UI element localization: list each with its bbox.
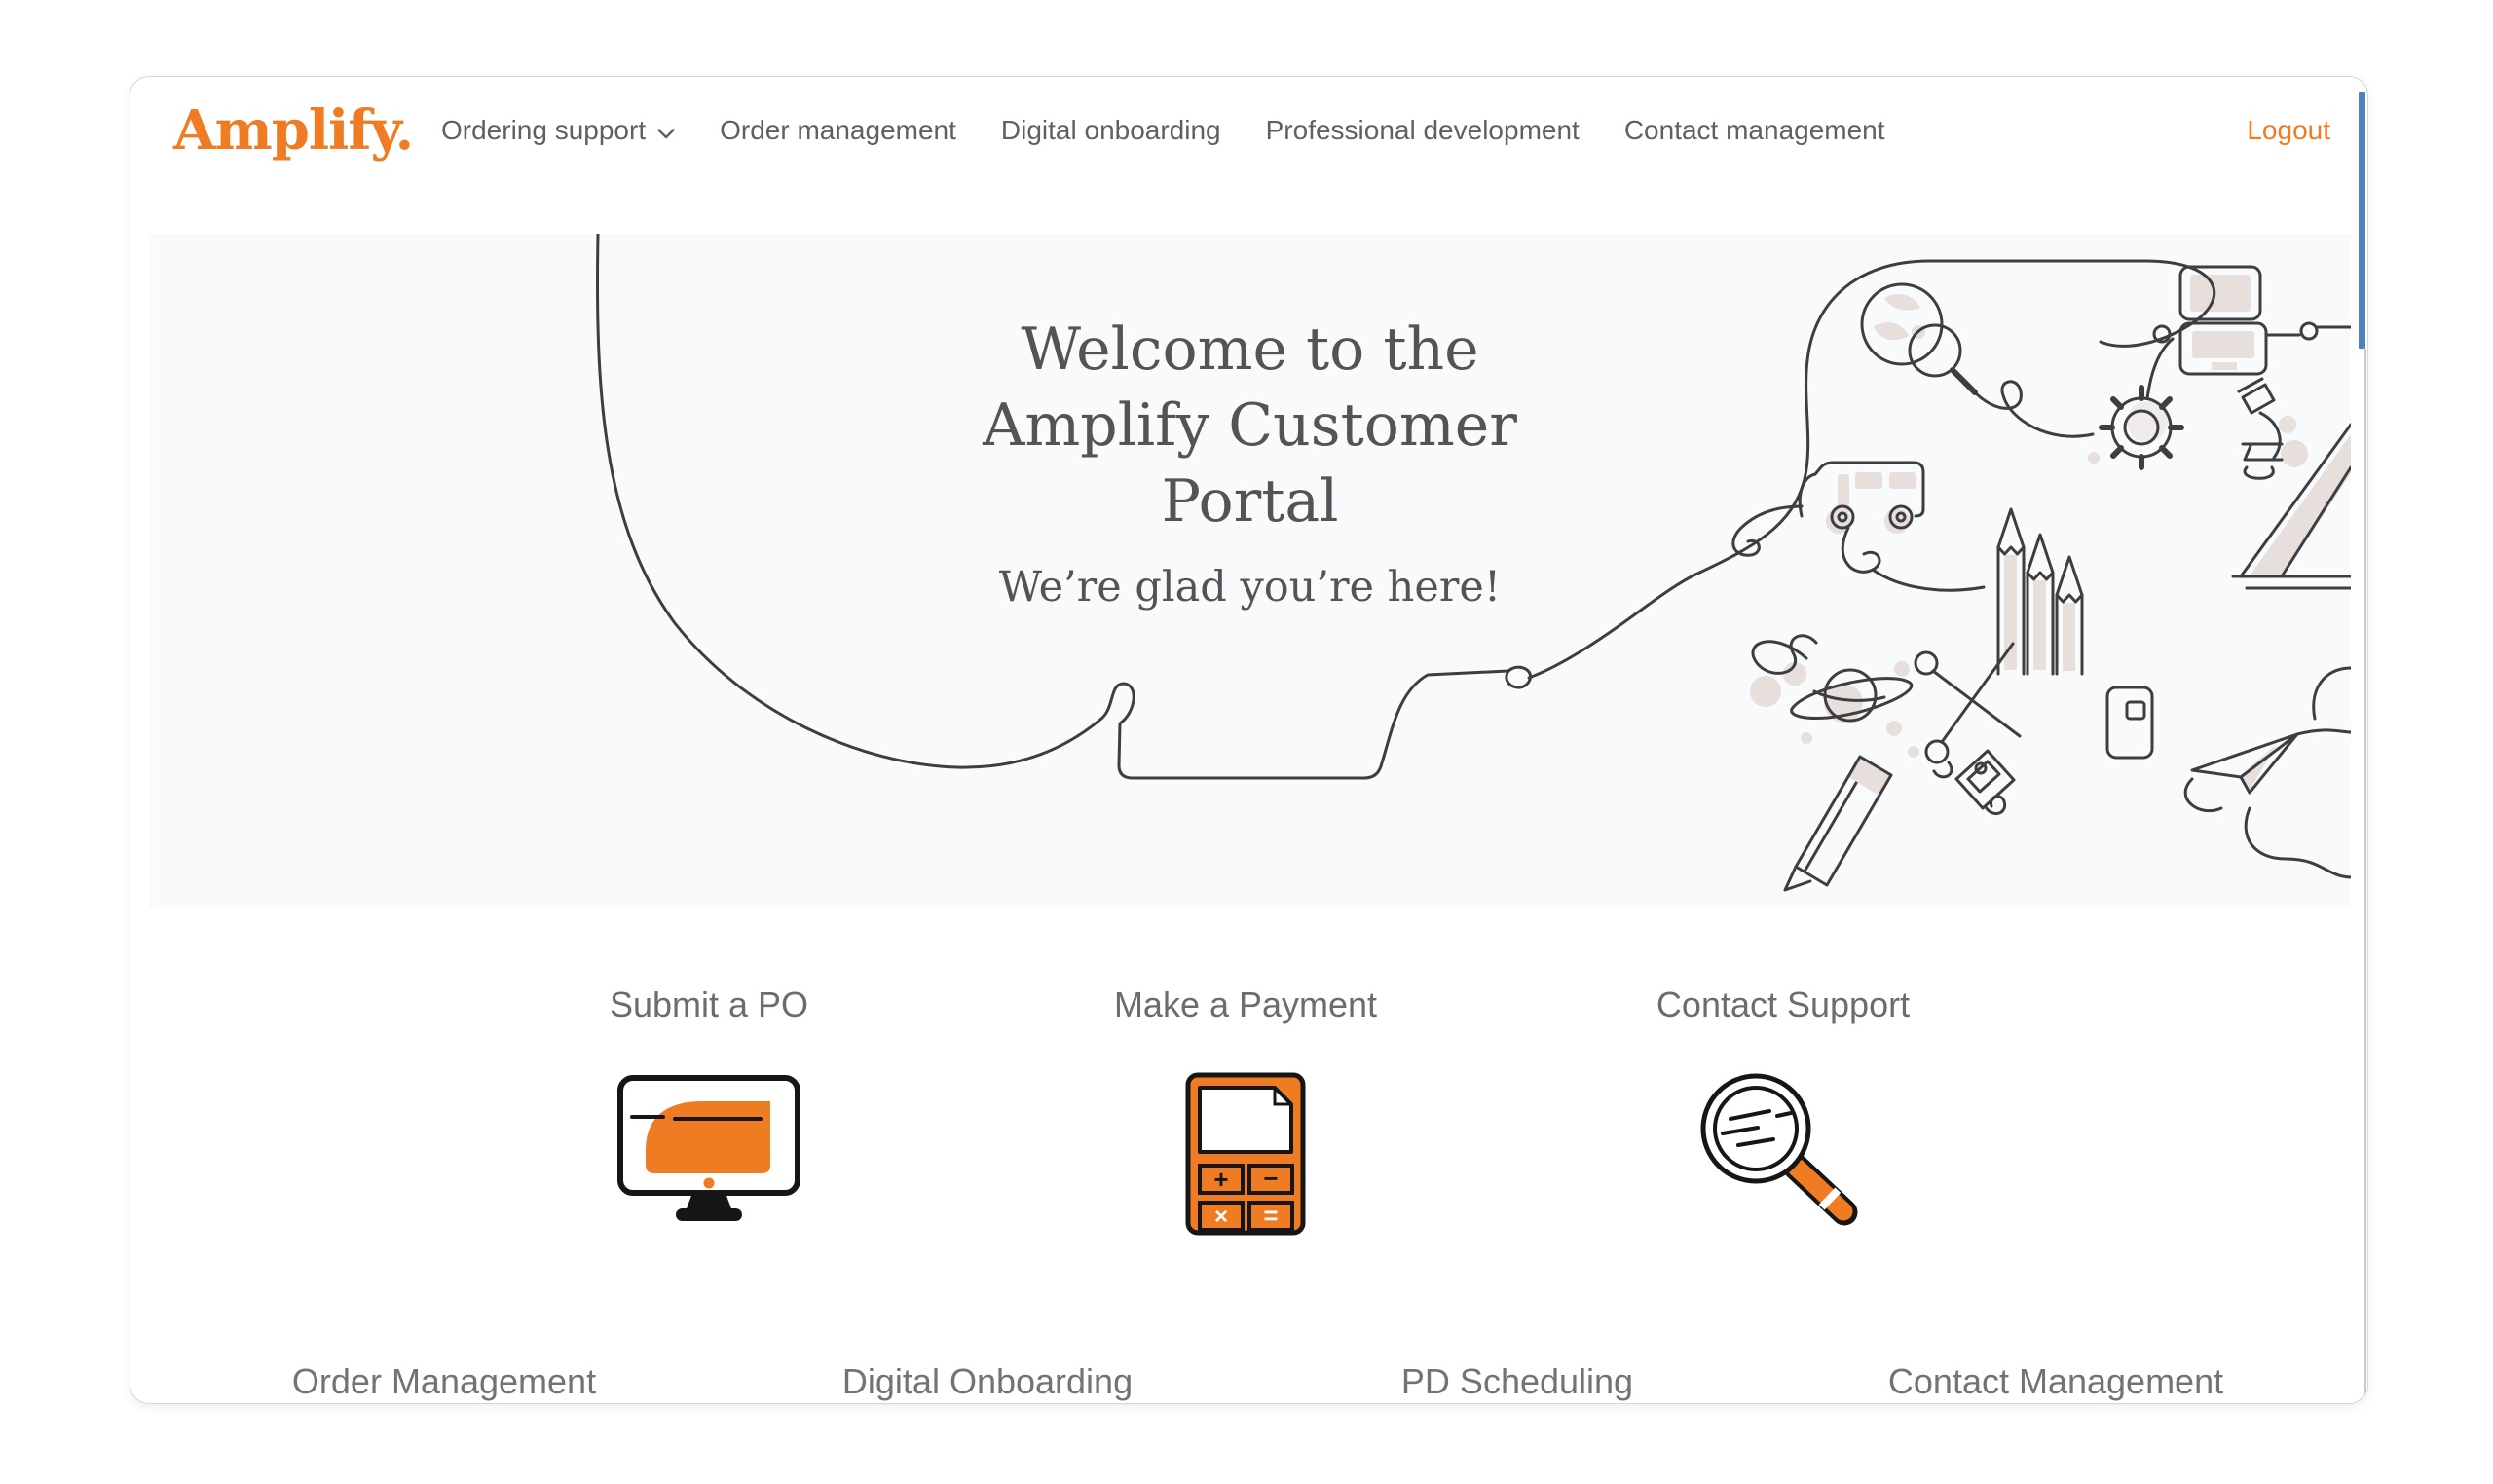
hero-text-block: Welcome to the Amplify Customer Portal W… xyxy=(149,312,2351,612)
scrollbar-track[interactable] xyxy=(2364,349,2366,1403)
chevron-down-icon xyxy=(657,115,675,146)
magnifier-icon xyxy=(1579,1072,1988,1231)
calculator-icon: + − × = xyxy=(1041,1072,1450,1241)
nav-item-professional-development[interactable]: Professional development xyxy=(1265,115,1580,145)
calc-key-minus: − xyxy=(1263,1164,1278,1193)
feature-make-payment[interactable]: Make a Payment + − × = xyxy=(1041,984,1450,1241)
nav-item-contact-management[interactable]: Contact management xyxy=(1623,115,1885,145)
hero-subtitle: We’re glad you’re here! xyxy=(998,563,1502,612)
section-order-management[interactable]: Order Management xyxy=(291,1361,597,1401)
logout-link[interactable]: Logout xyxy=(2247,115,2330,145)
monitor-icon xyxy=(504,1074,913,1227)
calc-key-multiply: × xyxy=(1214,1204,1228,1230)
brand-logo[interactable]: Amplify. xyxy=(173,98,414,163)
feature-submit-po[interactable]: Submit a PO xyxy=(504,984,913,1227)
nav-item-ordering-support[interactable]: Ordering support xyxy=(441,115,675,146)
section-pd-scheduling[interactable]: PD Scheduling xyxy=(1400,1361,1634,1401)
nav-item-label: Ordering support xyxy=(441,115,647,145)
hero-section: Welcome to the Amplify Customer Portal W… xyxy=(149,234,2351,907)
section-contact-management[interactable]: Contact Management xyxy=(1887,1361,2224,1401)
hero-title: Welcome to the Amplify Customer Portal xyxy=(149,312,2351,539)
calc-key-plus: + xyxy=(1213,1165,1228,1194)
hero-title-line2: Amplify Customer xyxy=(983,391,1517,460)
calc-key-equals: = xyxy=(1263,1201,1278,1230)
feature-label: Submit a PO xyxy=(609,984,809,1024)
nav-item-order-management[interactable]: Order management xyxy=(720,115,956,145)
line-art-illustration xyxy=(595,234,2351,892)
feature-label: Contact Support xyxy=(1656,984,1911,1024)
section-digital-onboarding[interactable]: Digital Onboarding xyxy=(841,1361,1134,1401)
nav-item-digital-onboarding[interactable]: Digital onboarding xyxy=(1000,115,1221,145)
main-nav: Ordering support Order management Digita… xyxy=(441,77,1885,184)
feature-contact-support[interactable]: Contact Support xyxy=(1579,984,1988,1231)
hero-title-line3: Portal xyxy=(1161,467,1339,536)
portal-card: Amplify. Ordering support Order manageme… xyxy=(130,76,2368,1404)
scrollbar-thumb[interactable] xyxy=(2359,92,2365,349)
feature-label: Make a Payment xyxy=(1113,984,1378,1024)
hero-title-line1: Welcome to the xyxy=(1021,315,1479,384)
